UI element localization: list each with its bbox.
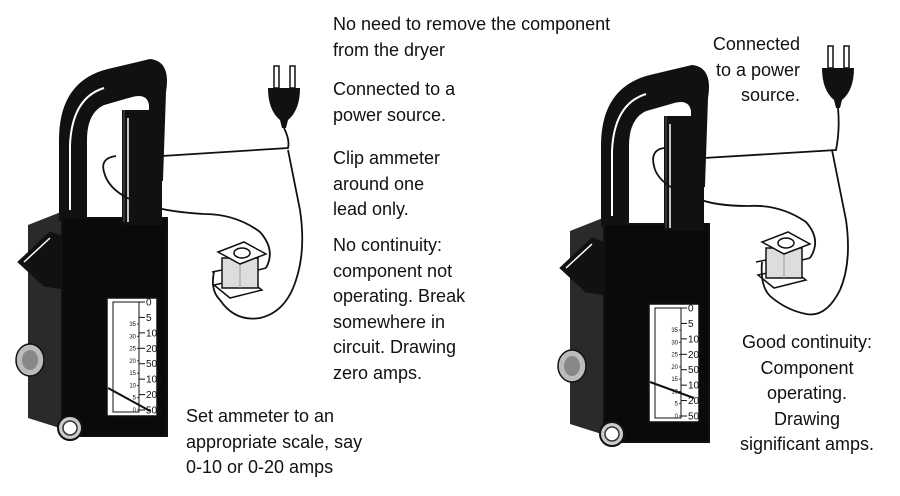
right-scale-tick-label-2: 10 — [688, 334, 700, 345]
left-scale-tick-label-5: 100 — [146, 375, 163, 386]
right-scale-tick-label-7: 500 — [688, 412, 705, 423]
left-scale-tick-label-0: 0 — [146, 298, 152, 309]
left-scale-inner-label-0: 35 — [129, 322, 136, 328]
left-scale-tick-label-4: 50 — [146, 359, 158, 370]
left-scale-inner-label-1: 30 — [129, 334, 136, 340]
right-scale-tick-label-3: 20 — [688, 350, 700, 361]
right-scale-inner-label-3: 20 — [671, 365, 678, 371]
right-wires — [652, 107, 849, 316]
right-scale-inner-label-1: 30 — [671, 340, 678, 346]
right-scale-inner-label-4: 15 — [671, 377, 678, 383]
left-scale-inner-label-6: 5 — [133, 396, 137, 402]
note-no-continuity: No continuity: component not operating. … — [333, 235, 466, 383]
left-scale-tick-label-1: 5 — [146, 313, 152, 324]
right-plug — [821, 45, 855, 109]
left-solenoid — [211, 241, 267, 299]
left-wires — [102, 127, 304, 320]
left-scale-inner-label-2: 25 — [129, 347, 136, 353]
left-scale-tick-label-2: 10 — [146, 328, 158, 339]
note-right-power: Connected to a power source. — [712, 34, 800, 105]
left-scale-inner-label-5: 10 — [129, 383, 136, 389]
note-set-scale: Set ammeter to an appropriate scale, say… — [186, 406, 363, 477]
right-scale-tick-label-1: 5 — [688, 319, 694, 330]
right-scale-inner-label-2: 25 — [671, 353, 678, 359]
right-needle — [649, 381, 695, 399]
note-no-remove: No need to remove the component from the… — [333, 14, 611, 60]
left-scale-tick-label-3: 20 — [146, 344, 158, 355]
right-scale-inner-label-0: 35 — [671, 328, 678, 334]
right-scale-tick-label-5: 100 — [688, 381, 705, 392]
left-ammeter — [15, 59, 168, 441]
right-ammeter — [557, 65, 710, 447]
left-scale-inner-label-4: 15 — [129, 371, 136, 377]
right-scale-inner-label-6: 5 — [675, 402, 679, 408]
right-scale-tick-label-6: 200 — [688, 396, 705, 407]
left-scale-inner-label-7: 0 — [133, 408, 137, 414]
left-scale-inner-label-3: 20 — [129, 359, 136, 365]
right-scale-tick-label-4: 50 — [688, 365, 700, 376]
left-needle — [107, 387, 151, 412]
note-good-continuity: Good continuity: Component operating. Dr… — [739, 332, 875, 454]
right-scale-inner-label-7: 0 — [675, 414, 679, 420]
right-scale-tick-label-0: 0 — [688, 304, 694, 315]
right-solenoid — [755, 231, 811, 289]
note-left-power: Connected to a power source. — [333, 79, 456, 125]
left-scale-tick-label-6: 200 — [146, 390, 163, 401]
left-scale-tick-label-7: 500 — [146, 406, 163, 417]
note-clip: Clip ammeter around one lead only. — [333, 148, 441, 219]
left-plug — [267, 65, 301, 129]
right-scale-inner-label-5: 10 — [671, 389, 678, 395]
